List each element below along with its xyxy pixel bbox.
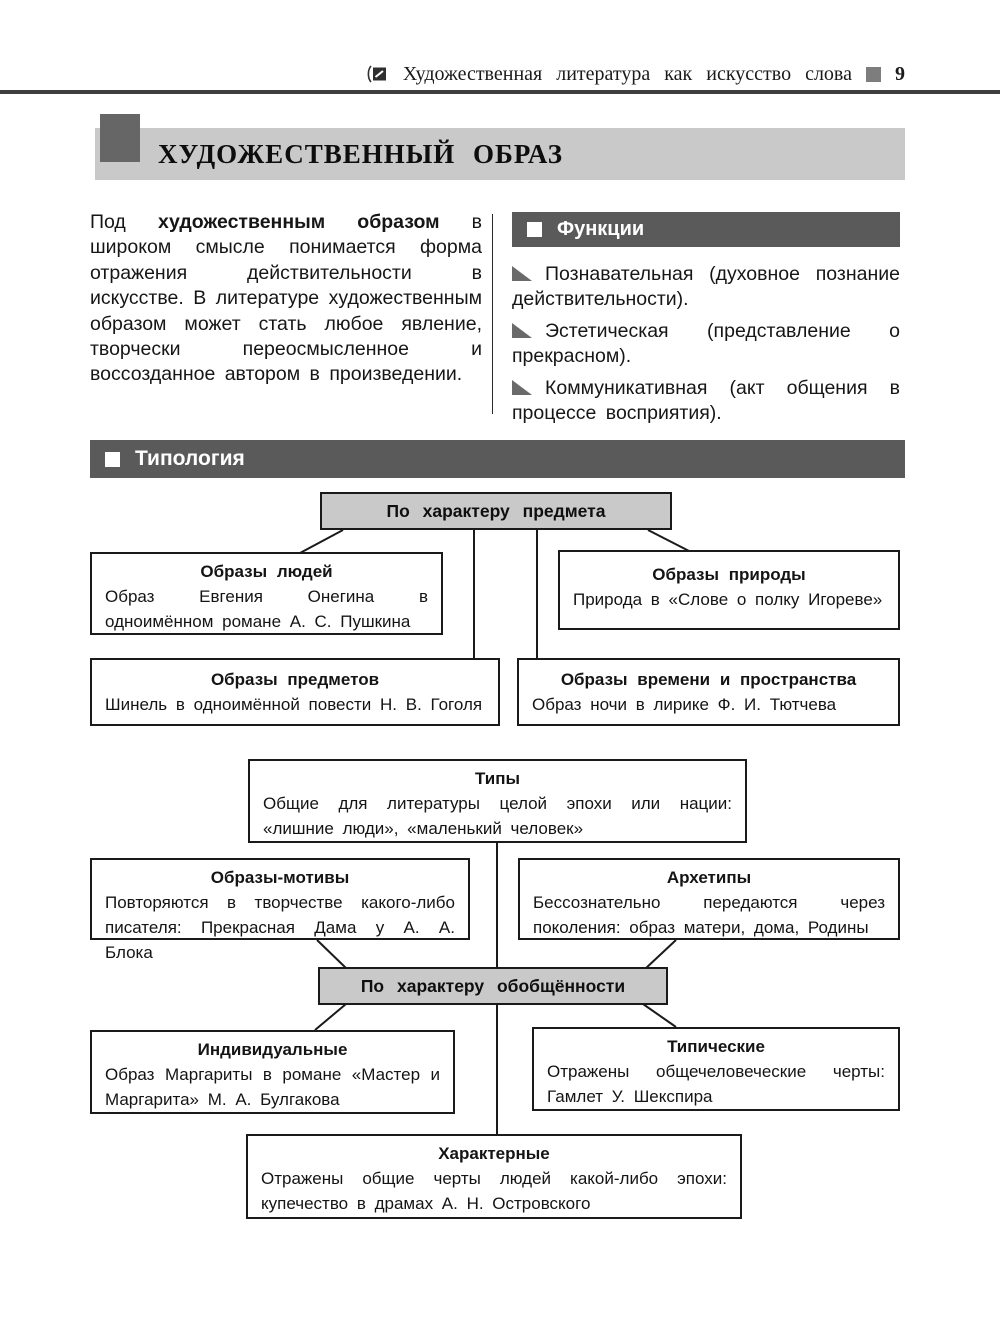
title-square-icon: [100, 114, 140, 162]
list-item: Эстетическая (представление о прекрасном…: [512, 319, 900, 370]
typology-header: Типология: [90, 440, 905, 478]
chapter-icon: [365, 65, 389, 83]
connector-line: [644, 939, 677, 970]
page-title: ХУДОЖЕСТВЕННЫЙ ОБРАЗ: [158, 139, 563, 169]
list-item-text: Коммуникативная (акт общения в процессе …: [512, 376, 900, 425]
node-title: Образы времени и пространства: [560, 670, 857, 689]
root-po-harakteru-predmeta: По характеру предмета: [320, 492, 672, 530]
connector-line: [647, 529, 692, 553]
node-title: Образы предметов: [210, 670, 380, 689]
node-title: Образы людей: [200, 562, 333, 581]
chapter-title: Художественная литература как искусство …: [402, 62, 852, 85]
page-number: 9: [895, 62, 905, 85]
node-title: Образы природы: [652, 565, 806, 584]
triangle-bullet-icon: [512, 266, 532, 281]
node-body: Образ Маргариты в романе «Мастер и Марга…: [105, 1065, 440, 1109]
intro-term: художественным образом: [157, 211, 440, 233]
list-item: Коммуникативная (акт общения в процессе …: [512, 376, 900, 427]
triangle-bullet-icon: [512, 379, 532, 395]
connector-line: [642, 1003, 677, 1028]
node-body: Отражены общечеловеческие черты: Гамлет …: [547, 1062, 885, 1106]
node-obrazy-motivy: Образы-мотивы Повторяются в творчестве к…: [90, 858, 470, 962]
node-title: Образы-мотивы: [210, 868, 350, 887]
typology-title: Типология: [135, 447, 245, 470]
node-tipy: Типы Общие для литературы целой эпохи ил…: [248, 759, 747, 843]
list-item-text: Эстетическая (представление о прекрасном…: [512, 319, 900, 368]
column-divider: [492, 214, 493, 414]
header-rule: [0, 90, 1000, 94]
node-body: Образ ночи в лирике Ф. И. Тютчева: [532, 695, 837, 714]
node-body: Шинель в одноимённой повести Н. В. Гогол…: [105, 695, 483, 714]
node-obrazy-predmetov: Образы предметов Шинель в одноимённой по…: [90, 658, 500, 726]
node-body: Отражены общие черты людей какой-либо эп…: [261, 1169, 727, 1213]
connector-line: [314, 1003, 347, 1031]
white-square-icon: [527, 222, 542, 237]
list-item-text: Познавательная (духовное познание действ…: [512, 263, 900, 311]
functions-list: Познавательная (духовное познание действ…: [512, 262, 900, 432]
triangle-bullet-icon: [512, 322, 532, 338]
connector-line: [299, 529, 344, 554]
node-title: Типы: [475, 769, 520, 788]
node-obrazy-vremeni-i-prostranstva: Образы времени и пространства Образ ночи…: [517, 658, 900, 726]
node-obrazy-lyudey: Образы людей Образ Евгения Онегина в одн…: [90, 552, 443, 635]
header-square-icon: [866, 66, 881, 82]
functions-header: Функции: [512, 212, 900, 247]
node-body: Природа в «Слове о полку Игореве»: [573, 590, 883, 609]
node-obrazy-prirody: Образы природы Природа в «Слове о полку …: [558, 550, 900, 630]
node-body: Образ Евгения Онегина в одноимённом рома…: [105, 587, 428, 631]
intro-paragraph: Под художественным образом в широком смы…: [90, 210, 482, 388]
node-title: Архетипы: [666, 868, 752, 887]
title-bar: [95, 128, 905, 180]
node-body: Повторяются в творчестве какого-либо пис…: [105, 893, 455, 962]
list-item: Познавательная (духовное познание действ…: [512, 262, 900, 313]
node-title: Типические: [667, 1037, 765, 1056]
node-body: Бессознательно передаются через поколени…: [533, 893, 885, 937]
node-body: Общие для литературы целой эпохи или нац…: [263, 794, 732, 838]
intro-rest: в широком смысле понимается форма отраже…: [90, 211, 483, 386]
intro-lead: Под: [90, 211, 158, 233]
functions-title: Функции: [557, 218, 645, 240]
node-tipicheskie: Типические Отражены общечеловеческие чер…: [532, 1027, 900, 1111]
node-title: Характерные: [438, 1144, 550, 1163]
running-head: Художественная литература как искусство …: [0, 60, 905, 88]
node-title: Индивидуальные: [197, 1040, 348, 1059]
node-arhetipy: Архетипы Бессознательно передаются через…: [518, 858, 900, 940]
white-square-icon: [105, 451, 120, 467]
node-individualnye: Индивидуальные Образ Маргариты в романе …: [90, 1030, 455, 1114]
node-harakternye: Характерные Отражены общие черты людей к…: [246, 1134, 742, 1219]
root-po-harakteru-obobshchyonnosti: По характеру обобщённости: [318, 967, 668, 1005]
